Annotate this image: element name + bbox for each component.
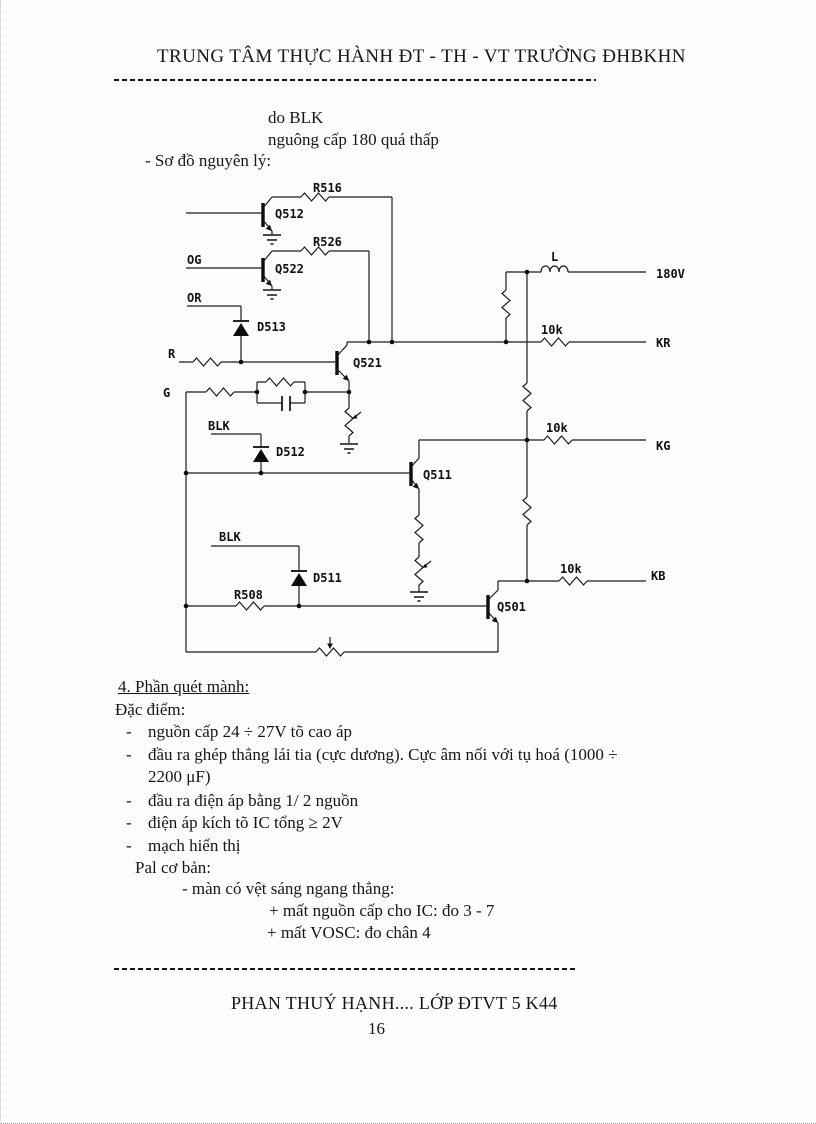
diode-d512 [253, 446, 269, 462]
var-resistor-bottom [315, 647, 345, 657]
label-q511: Q511 [423, 468, 452, 482]
bullet-text: điện áp kích tõ IC tổng ≥ 2V [148, 813, 343, 832]
bullet-dash: - [126, 791, 132, 810]
list-item: -đầu ra ghép thẳng lái tia (cực dương). … [126, 745, 617, 765]
resistor-10k-kb [558, 576, 588, 586]
section-heading: 4. Phần quét mành: [118, 677, 250, 696]
resistor-feedback [265, 377, 295, 387]
junction-dots [183, 269, 530, 609]
pal-item-1: + mất nguồn cấp cho IC: đo 3 - 7 [269, 901, 495, 920]
resistor-10k-kr [540, 337, 570, 347]
label-180v: 180V [656, 267, 685, 281]
label-10k-kb: 10k [560, 562, 582, 576]
label-10k-kg: 10k [546, 421, 568, 435]
capacitor-feedback [281, 396, 291, 411]
intro-line-1: do BLK [268, 108, 324, 127]
resistor-g-input [205, 387, 235, 397]
label-l: L [551, 250, 558, 264]
label-r516: R516 [313, 181, 342, 195]
pal-item-2: + mất VOSC: đo chân 4 [267, 923, 431, 942]
label-d512: D512 [276, 445, 305, 459]
circuit-resistors [192, 192, 588, 657]
var-resistor-q521 [344, 407, 354, 437]
circuit-labels: R516 Q512 OG R526 Q522 OR D513 R Q521 G … [163, 181, 685, 614]
resistor-r508 [235, 601, 265, 611]
list-item: -đầu ra điện áp bằng 1/ 2 nguồn [126, 791, 358, 811]
label-kb: KB [651, 569, 665, 583]
label-q521: Q521 [353, 356, 382, 370]
label-r526: R526 [313, 235, 342, 249]
list-item: 2200 μF) [126, 767, 210, 787]
transistor-q512 [261, 203, 273, 232]
label-g: G [163, 386, 170, 400]
bullet-text: 2200 μF) [148, 767, 211, 786]
label-og: OG [187, 253, 201, 267]
bullet-dash: - [126, 836, 132, 855]
list-item: -mạch hiển thị [126, 836, 241, 856]
label-q501: Q501 [497, 600, 526, 614]
transistor-q522 [261, 258, 273, 287]
footer-divider [114, 968, 576, 971]
label-q512: Q512 [275, 207, 304, 221]
label-or: OR [187, 291, 202, 305]
bullet-text: mạch hiển thị [148, 836, 241, 855]
resistor-r516 [300, 192, 330, 202]
section-subheading: Đặc điểm: [115, 700, 186, 719]
bullet-dash: - [126, 813, 132, 832]
pal-sub-line: - màn có vệt sáng ngang thẳng: [182, 879, 395, 898]
bullet-dash: - [126, 722, 132, 741]
bullet-text: đầu ra ghép thẳng lái tia (cực dương). C… [148, 745, 618, 764]
page-number: 16 [368, 1019, 385, 1038]
page-header-title: TRUNG TÂM THỰC HÀNH ĐT - TH - VT TRƯỜNG … [157, 46, 686, 67]
resistor-mid-lower [522, 496, 532, 526]
label-blk-2: BLK [219, 530, 241, 544]
ground-symbols [263, 234, 428, 602]
pal-heading: Pal cơ bản: [135, 858, 212, 877]
resistor-mid-upper [522, 382, 532, 412]
diode-d511 [291, 570, 307, 586]
list-item: -nguồn cấp 24 ÷ 27V tõ cao áp [126, 722, 352, 742]
bullet-text: đầu ra điện áp bằng 1/ 2 nguồn [148, 791, 359, 810]
label-kg: KG [656, 439, 670, 453]
label-r: R [168, 347, 176, 361]
var-resistor-q511 [414, 556, 424, 586]
intro-line-3: - Sơ đồ nguyên lý: [145, 151, 272, 170]
transistor-q501 [486, 595, 498, 623]
bullet-dash: - [126, 745, 132, 764]
circuit-wires [179, 196, 646, 653]
resistor-10k-kg [543, 435, 573, 445]
label-blk-1: BLK [208, 419, 230, 433]
label-kr: KR [656, 336, 671, 350]
var-resistor-arrows [327, 411, 432, 649]
header-divider [114, 79, 596, 82]
resistor-180v-kr [501, 289, 511, 319]
label-q522: Q522 [275, 262, 304, 276]
label-10k-kr: 10k [541, 323, 563, 337]
label-d511: D511 [313, 571, 342, 585]
resistor-q511-emitter [414, 514, 424, 544]
diode-d513 [233, 320, 249, 336]
resistor-r-input [192, 357, 222, 367]
label-r508: R508 [234, 588, 263, 602]
footer-author: PHAN THUÝ HẠNH.... LỚP ĐTVT 5 K44 [231, 993, 558, 1013]
list-item: -điện áp kích tõ IC tổng ≥ 2V [126, 813, 343, 833]
bullet-text: nguồn cấp 24 ÷ 27V tõ cao áp [148, 722, 352, 741]
label-d513: D513 [257, 320, 286, 334]
intro-line-2: nguông cấp 180 quá thấp [268, 130, 439, 149]
transistor-q511 [409, 462, 419, 489]
transistor-q521 [335, 351, 349, 381]
resistor-r526 [300, 246, 330, 256]
inductor-coil [540, 265, 569, 273]
